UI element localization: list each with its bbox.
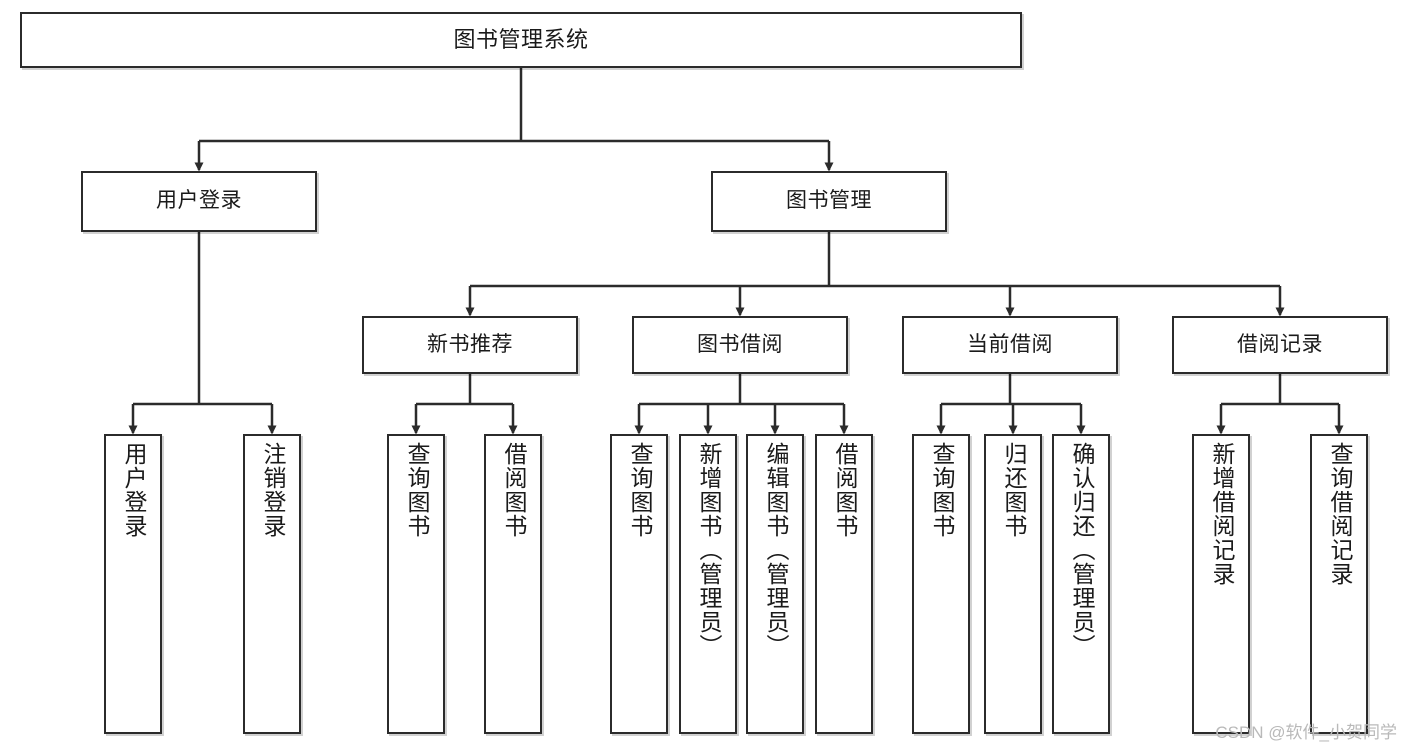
node-leaf-user-login-label: 用户登录 [120,442,147,538]
node-book-borrow-label: 图书借阅 [697,332,783,356]
node-leaf-add-record-label: 新增借阅记录 [1208,442,1235,586]
node-user-login-label: 用户登录 [156,189,242,213]
node-root-label: 图书管理系统 [453,27,589,53]
node-leaf-query-record[interactable]: 查询借阅记录 [1310,434,1368,734]
node-new-book-recommend[interactable]: 新书推荐 [362,316,578,374]
node-current-borrow-label: 当前借阅 [967,332,1053,356]
node-book-borrow[interactable]: 图书借阅 [632,316,848,374]
node-borrow-record-label: 借阅记录 [1237,332,1323,356]
node-borrow-record[interactable]: 借阅记录 [1172,316,1388,374]
node-leaf-borrow-book-1[interactable]: 借阅图书 [484,434,542,734]
node-leaf-return-book-label: 归还图书 [1000,442,1027,538]
node-root[interactable]: 图书管理系统 [20,12,1022,68]
node-leaf-add-record[interactable]: 新增借阅记录 [1192,434,1250,734]
node-book-management-label: 图书管理 [786,189,872,213]
node-leaf-edit-book-label: 编辑图书（管理员） [762,442,789,658]
node-leaf-logout-label: 注销登录 [259,442,286,538]
node-leaf-add-book[interactable]: 新增图书（管理员） [679,434,737,734]
node-leaf-return-book[interactable]: 归还图书 [984,434,1042,734]
node-leaf-query-book-1-label: 查询图书 [403,442,430,538]
node-leaf-confirm-return-label: 确认归还（管理员） [1068,442,1095,658]
node-leaf-confirm-return[interactable]: 确认归还（管理员） [1052,434,1110,734]
csdn-watermark: CSDN @软件_小贺同学 [1215,723,1397,742]
node-leaf-query-book-3[interactable]: 查询图书 [912,434,970,734]
node-leaf-borrow-book-2-label: 借阅图书 [831,442,858,538]
node-leaf-query-book-1[interactable]: 查询图书 [387,434,445,734]
node-user-login[interactable]: 用户登录 [81,171,317,232]
node-leaf-borrow-book-2[interactable]: 借阅图书 [815,434,873,734]
node-leaf-query-record-label: 查询借阅记录 [1326,442,1353,586]
node-book-management[interactable]: 图书管理 [711,171,947,232]
node-leaf-query-book-3-label: 查询图书 [928,442,955,538]
node-leaf-user-login[interactable]: 用户登录 [104,434,162,734]
node-current-borrow[interactable]: 当前借阅 [902,316,1118,374]
node-leaf-edit-book[interactable]: 编辑图书（管理员） [746,434,804,734]
node-leaf-logout[interactable]: 注销登录 [243,434,301,734]
node-leaf-query-book-2[interactable]: 查询图书 [610,434,668,734]
node-leaf-borrow-book-1-label: 借阅图书 [500,442,527,538]
node-leaf-query-book-2-label: 查询图书 [626,442,653,538]
node-new-book-recommend-label: 新书推荐 [427,332,513,356]
node-leaf-add-book-label: 新增图书（管理员） [695,442,722,658]
